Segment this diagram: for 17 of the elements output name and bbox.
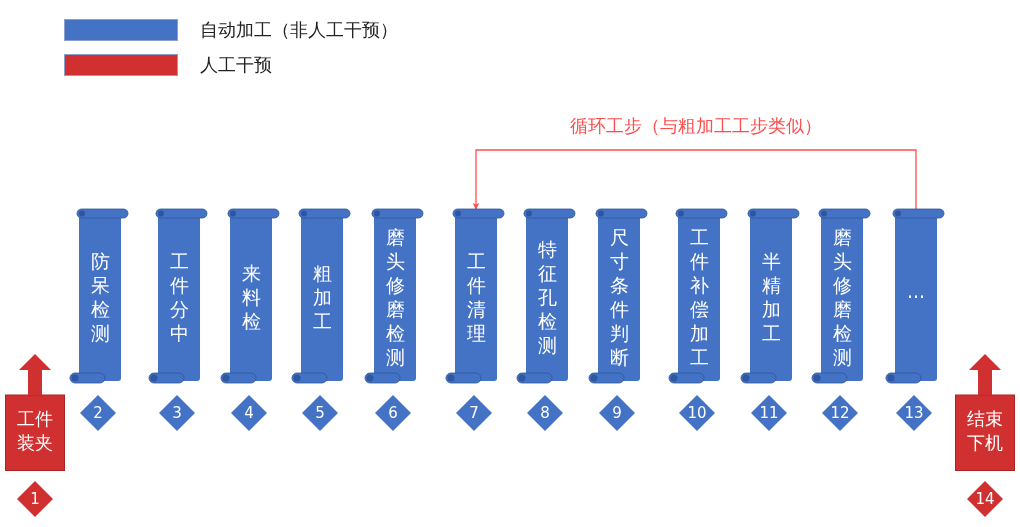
number-diamond: 14 — [967, 481, 1003, 517]
number-diamond: 5 — [302, 395, 338, 431]
number-diamond: 12 — [822, 395, 858, 431]
number-diamond: 10 — [679, 395, 715, 431]
number-diamond: 7 — [456, 395, 492, 431]
legend-label: 自动加工（非人工干预） — [200, 18, 398, 42]
number-diamond: 2 — [80, 395, 116, 431]
number-diamond: 3 — [159, 395, 195, 431]
number-diamond: 8 — [527, 395, 563, 431]
number-diamond: 6 — [375, 395, 411, 431]
number-diamond: 4 — [231, 395, 267, 431]
number-diamond: 9 — [599, 395, 635, 431]
number-diamond: 13 — [896, 395, 932, 431]
number-diamond: 1 — [17, 481, 53, 517]
legend-label: 人工干预 — [200, 53, 272, 77]
number-diamond: 11 — [751, 395, 787, 431]
loop-arrow — [472, 149, 917, 210]
